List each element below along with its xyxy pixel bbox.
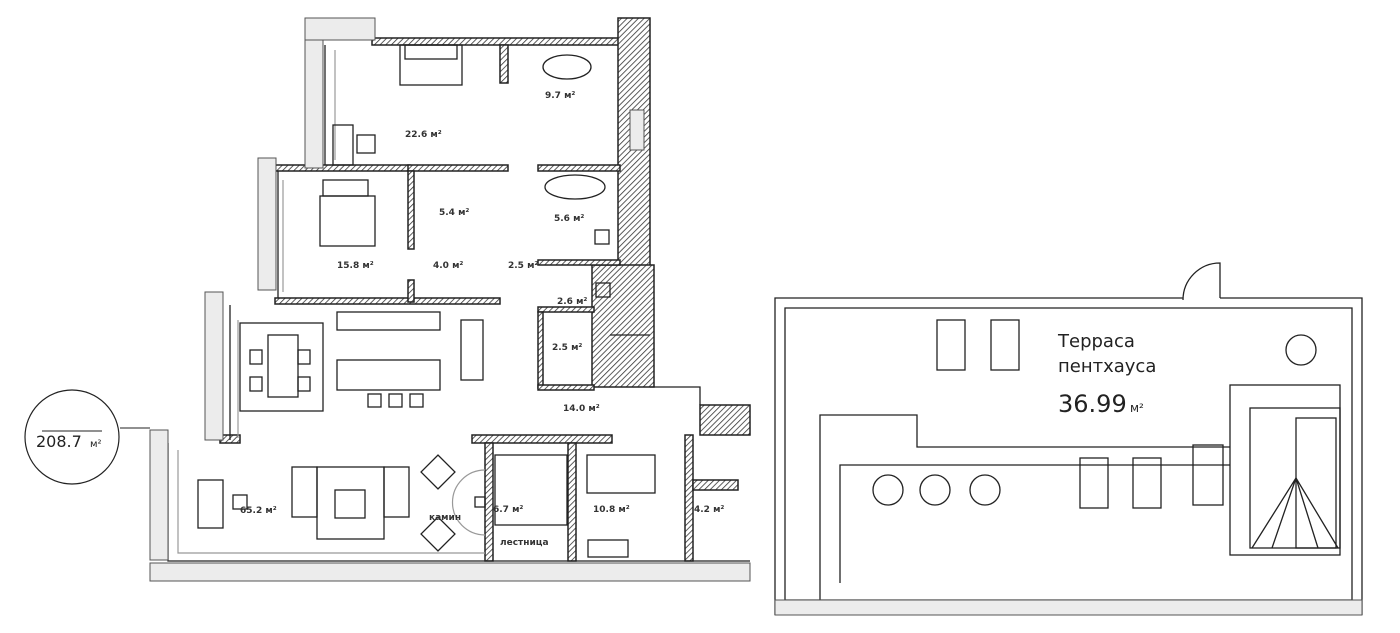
fireplace-label: камин: [429, 513, 461, 523]
room-area-label: 22.6 м²: [405, 130, 442, 140]
tree-icon: [1285, 334, 1317, 366]
tree-icon: [969, 474, 1001, 506]
terrace-title-line1: Терраса: [1057, 331, 1135, 352]
room-area-label: 4.2 м²: [694, 505, 724, 515]
room-area-label: 4.0 м²: [433, 261, 463, 271]
room-area-label: 2.5 м²: [552, 343, 582, 353]
stairs-label: лестница: [500, 538, 549, 548]
windows: [149, 17, 751, 582]
terrace-title-line2: пентхауса: [1058, 356, 1156, 377]
room-area-label: 10.8 м²: [593, 505, 630, 515]
tree-icon: [919, 474, 951, 506]
room-area-label: 2.5 м²: [508, 261, 538, 271]
room-area-label: 5.6 м²: [554, 214, 584, 224]
terrace-area-value: 36.99: [1058, 390, 1127, 418]
room-area-label: 9.7 м²: [545, 91, 575, 101]
tree-icon: [872, 474, 904, 506]
total-area-value: 208.7: [36, 432, 82, 451]
room-area-label: 14.0 м²: [563, 404, 600, 414]
room-area-label: 65.2 м²: [240, 506, 277, 516]
walls: [219, 17, 751, 562]
room-area-label: 5.4 м²: [439, 208, 469, 218]
terrace-furniture: [872, 319, 1317, 509]
terrace-plan: Терраса пентхауса 36.99 м²: [774, 262, 1363, 616]
total-area-unit: м²: [90, 439, 102, 450]
furniture: [197, 44, 656, 558]
room-area-label: 6.7 м²: [493, 505, 523, 515]
room-area-label: 15.8 м²: [337, 261, 374, 271]
total-area-badge: 208.7 м²: [24, 389, 120, 485]
terrace-area-unit: м²: [1130, 401, 1144, 415]
room-area-label: 2.6 м²: [557, 297, 587, 307]
apartment-plan: 22.6 м² 9.7 м² 15.8 м² 5.4 м² 4.0 м² 2.5…: [149, 17, 751, 582]
